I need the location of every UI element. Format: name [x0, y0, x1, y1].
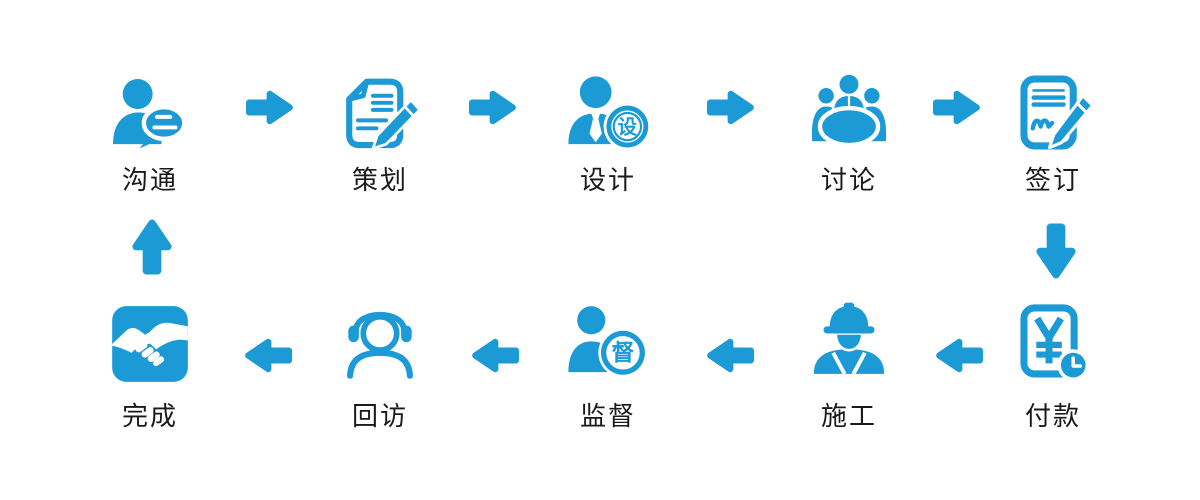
step-communication: 沟通: [75, 72, 225, 194]
step-signing: 签订: [978, 72, 1128, 194]
step-supervision: 督 监督: [533, 300, 683, 430]
arrow-left-icon: [936, 338, 984, 373]
arrow-right-icon: [932, 90, 980, 125]
arrow-left-icon: [472, 338, 520, 373]
document-pencil-icon: [336, 72, 424, 160]
supervisor-person-icon: 督: [564, 300, 652, 388]
meeting-table-icon: [805, 72, 893, 160]
step-label: 付款: [1024, 401, 1081, 431]
step-label: 完成: [121, 401, 178, 431]
designer-person-icon: 设: [564, 72, 652, 160]
design-badge-text: 设: [618, 117, 638, 139]
step-label: 监督: [579, 401, 636, 431]
step-label: 回访: [351, 401, 408, 431]
step-completion: 完成: [75, 300, 225, 430]
step-label: 设计: [579, 165, 636, 195]
step-construction: 施工: [774, 300, 924, 430]
arrow-right-icon: [468, 90, 516, 125]
headset-person-icon: [336, 300, 424, 388]
step-label: 策划: [351, 165, 408, 195]
step-label: 讨论: [820, 165, 877, 195]
person-chat-icon: [106, 72, 194, 160]
arrow-right-icon: [706, 90, 754, 125]
contract-signing-icon: [1009, 72, 1097, 160]
step-planning: 策划: [305, 72, 455, 194]
step-payment: 付款: [978, 300, 1128, 430]
arrow-left-icon: [245, 338, 293, 373]
construction-worker-icon: [805, 300, 893, 388]
supervision-badge-text: 督: [612, 340, 635, 366]
payment-invoice-clock-icon: [1009, 300, 1097, 388]
step-label: 沟通: [121, 165, 178, 195]
step-follow-up: 回访: [305, 300, 455, 430]
step-discussion: 讨论: [774, 72, 924, 194]
arrow-right-icon: [245, 90, 293, 125]
arrow-down-icon: [1028, 223, 1084, 279]
handshake-icon: [106, 300, 194, 388]
arrow-up-icon: [124, 219, 180, 275]
step-label: 施工: [820, 401, 877, 431]
step-design: 设 设计: [533, 72, 683, 194]
step-label: 签订: [1024, 165, 1081, 195]
arrow-left-icon: [707, 338, 755, 373]
